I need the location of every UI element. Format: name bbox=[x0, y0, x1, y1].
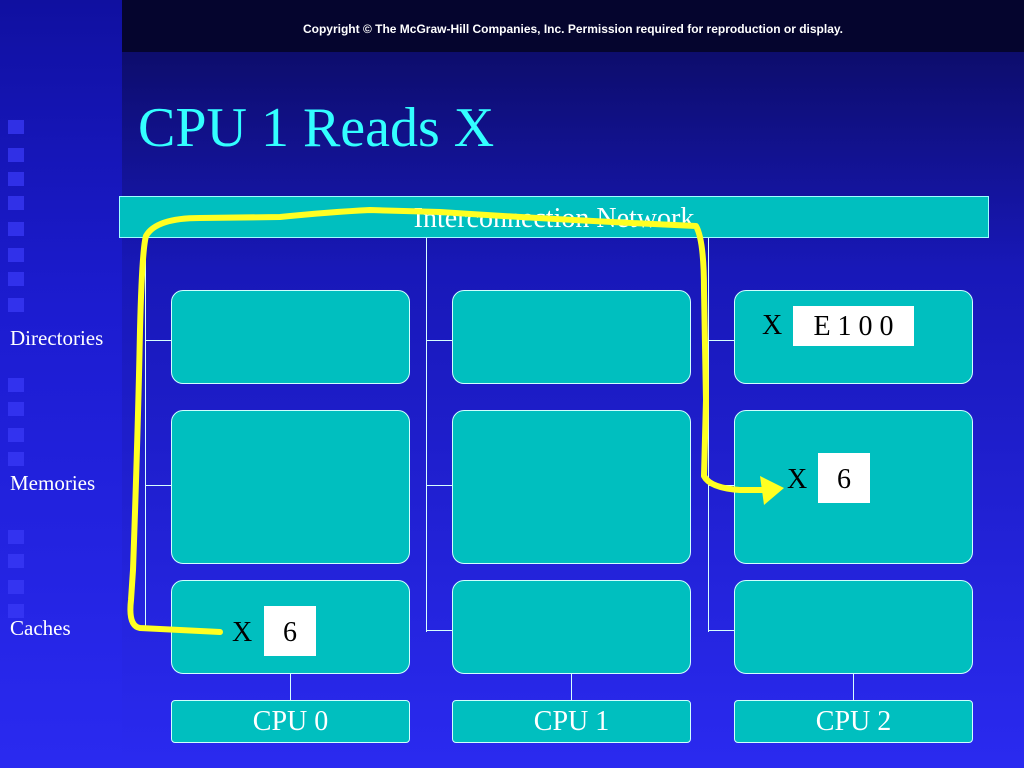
top-bar bbox=[122, 0, 1024, 52]
directory-cpu0 bbox=[171, 290, 410, 384]
directory-cpu1 bbox=[452, 290, 691, 384]
dir-entry-var: X bbox=[762, 310, 783, 341]
label-caches: Caches bbox=[10, 616, 71, 640]
memory-cpu0 bbox=[171, 410, 410, 564]
memory-cpu1 bbox=[452, 410, 691, 564]
cpu0-box: CPU 0 bbox=[171, 700, 410, 743]
cache-cpu2 bbox=[734, 580, 973, 674]
cpu2-box: CPU 2 bbox=[734, 700, 973, 743]
mem-entry-var: X bbox=[787, 464, 808, 495]
label-memories: Memories bbox=[10, 471, 96, 495]
label-directories: Directories bbox=[10, 326, 104, 350]
dir-entry-value: E 1 0 0 bbox=[793, 306, 914, 346]
mem-entry-value: 6 bbox=[818, 453, 870, 503]
cache-cpu1 bbox=[452, 580, 691, 674]
copyright-text: Copyright © The McGraw-Hill Companies, I… bbox=[302, 22, 844, 36]
slide-title: CPU 1 Reads X bbox=[138, 97, 495, 159]
cpu1-box: CPU 1 bbox=[452, 700, 691, 743]
cache-entry-value: 6 bbox=[264, 606, 316, 656]
cache-entry-var: X bbox=[232, 617, 253, 648]
